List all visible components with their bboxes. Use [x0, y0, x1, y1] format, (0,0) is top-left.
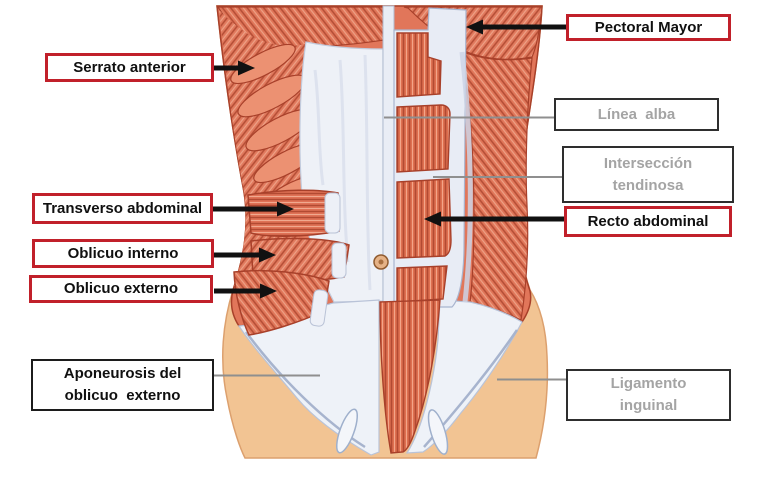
label-interseccion-tendinosa: Intersección tendinosa	[562, 146, 734, 203]
aponeurosis-upper	[299, 41, 384, 303]
external-oblique-flap	[233, 269, 330, 336]
label-transverso-abdominal: Transverso abdominal	[32, 193, 213, 224]
semilunar-line	[459, 51, 473, 303]
label-pectoral-mayor-text: Pectoral Mayor	[594, 18, 703, 36]
label-oblicuo-interno-text: Oblicuo interno	[67, 244, 179, 262]
label-transverso-abdominal-text: Transverso abdominal	[42, 199, 203, 217]
arrow-oblicuo-externo	[214, 283, 277, 299]
rectus-block-2	[396, 104, 451, 173]
tendon-loop-right	[427, 409, 449, 455]
arrow-transverso-abdominal	[213, 201, 294, 217]
arrow-serrato-anterior	[214, 60, 255, 76]
tendon-loop-left	[335, 408, 359, 454]
rectus-group	[373, 5, 473, 454]
label-pectoral-mayor: Pectoral Mayor	[566, 14, 731, 41]
arrow-recto-abdominal	[424, 211, 564, 227]
label-serrato-anterior: Serrato anterior	[45, 53, 214, 82]
label-oblicuo-externo: Oblicuo externo	[29, 275, 213, 303]
rectus-block-3	[396, 178, 452, 259]
label-recto-abdominal-text: Recto abdominal	[587, 212, 709, 230]
label-ligamento-inguinal-text: Ligamento inguinal	[610, 375, 687, 414]
label-aponeurosis-oblicuo-externo: Aponeurosis del oblicuo externo	[31, 359, 214, 411]
rectus-block-1	[396, 32, 442, 98]
arrow-pectoral-mayor	[466, 19, 566, 35]
cutaway-layers	[233, 189, 350, 336]
label-serrato-anterior-text: Serrato anterior	[73, 58, 186, 76]
arrow-oblicuo-interno	[214, 247, 276, 263]
label-oblicuo-interno: Oblicuo interno	[32, 239, 214, 268]
aponeurosis-lower	[237, 299, 523, 456]
rectus-block-4	[396, 265, 448, 303]
oblique-right	[449, 44, 533, 321]
label-interseccion-tendinosa-text: Intersección tendinosa	[603, 154, 693, 194]
label-oblicuo-externo-text: Oblicuo externo	[63, 280, 179, 298]
rectus-lower-column	[379, 299, 441, 454]
label-linea-alba: Línea alba	[554, 98, 719, 131]
label-ligamento-inguinal: Ligamento inguinal	[566, 369, 731, 421]
label-aponeurosis-oblicuo-externo-text: Aponeurosis del oblicuo externo	[63, 365, 182, 404]
label-recto-abdominal: Recto abdominal	[564, 206, 732, 237]
label-linea-alba-text: Línea alba	[597, 105, 676, 123]
